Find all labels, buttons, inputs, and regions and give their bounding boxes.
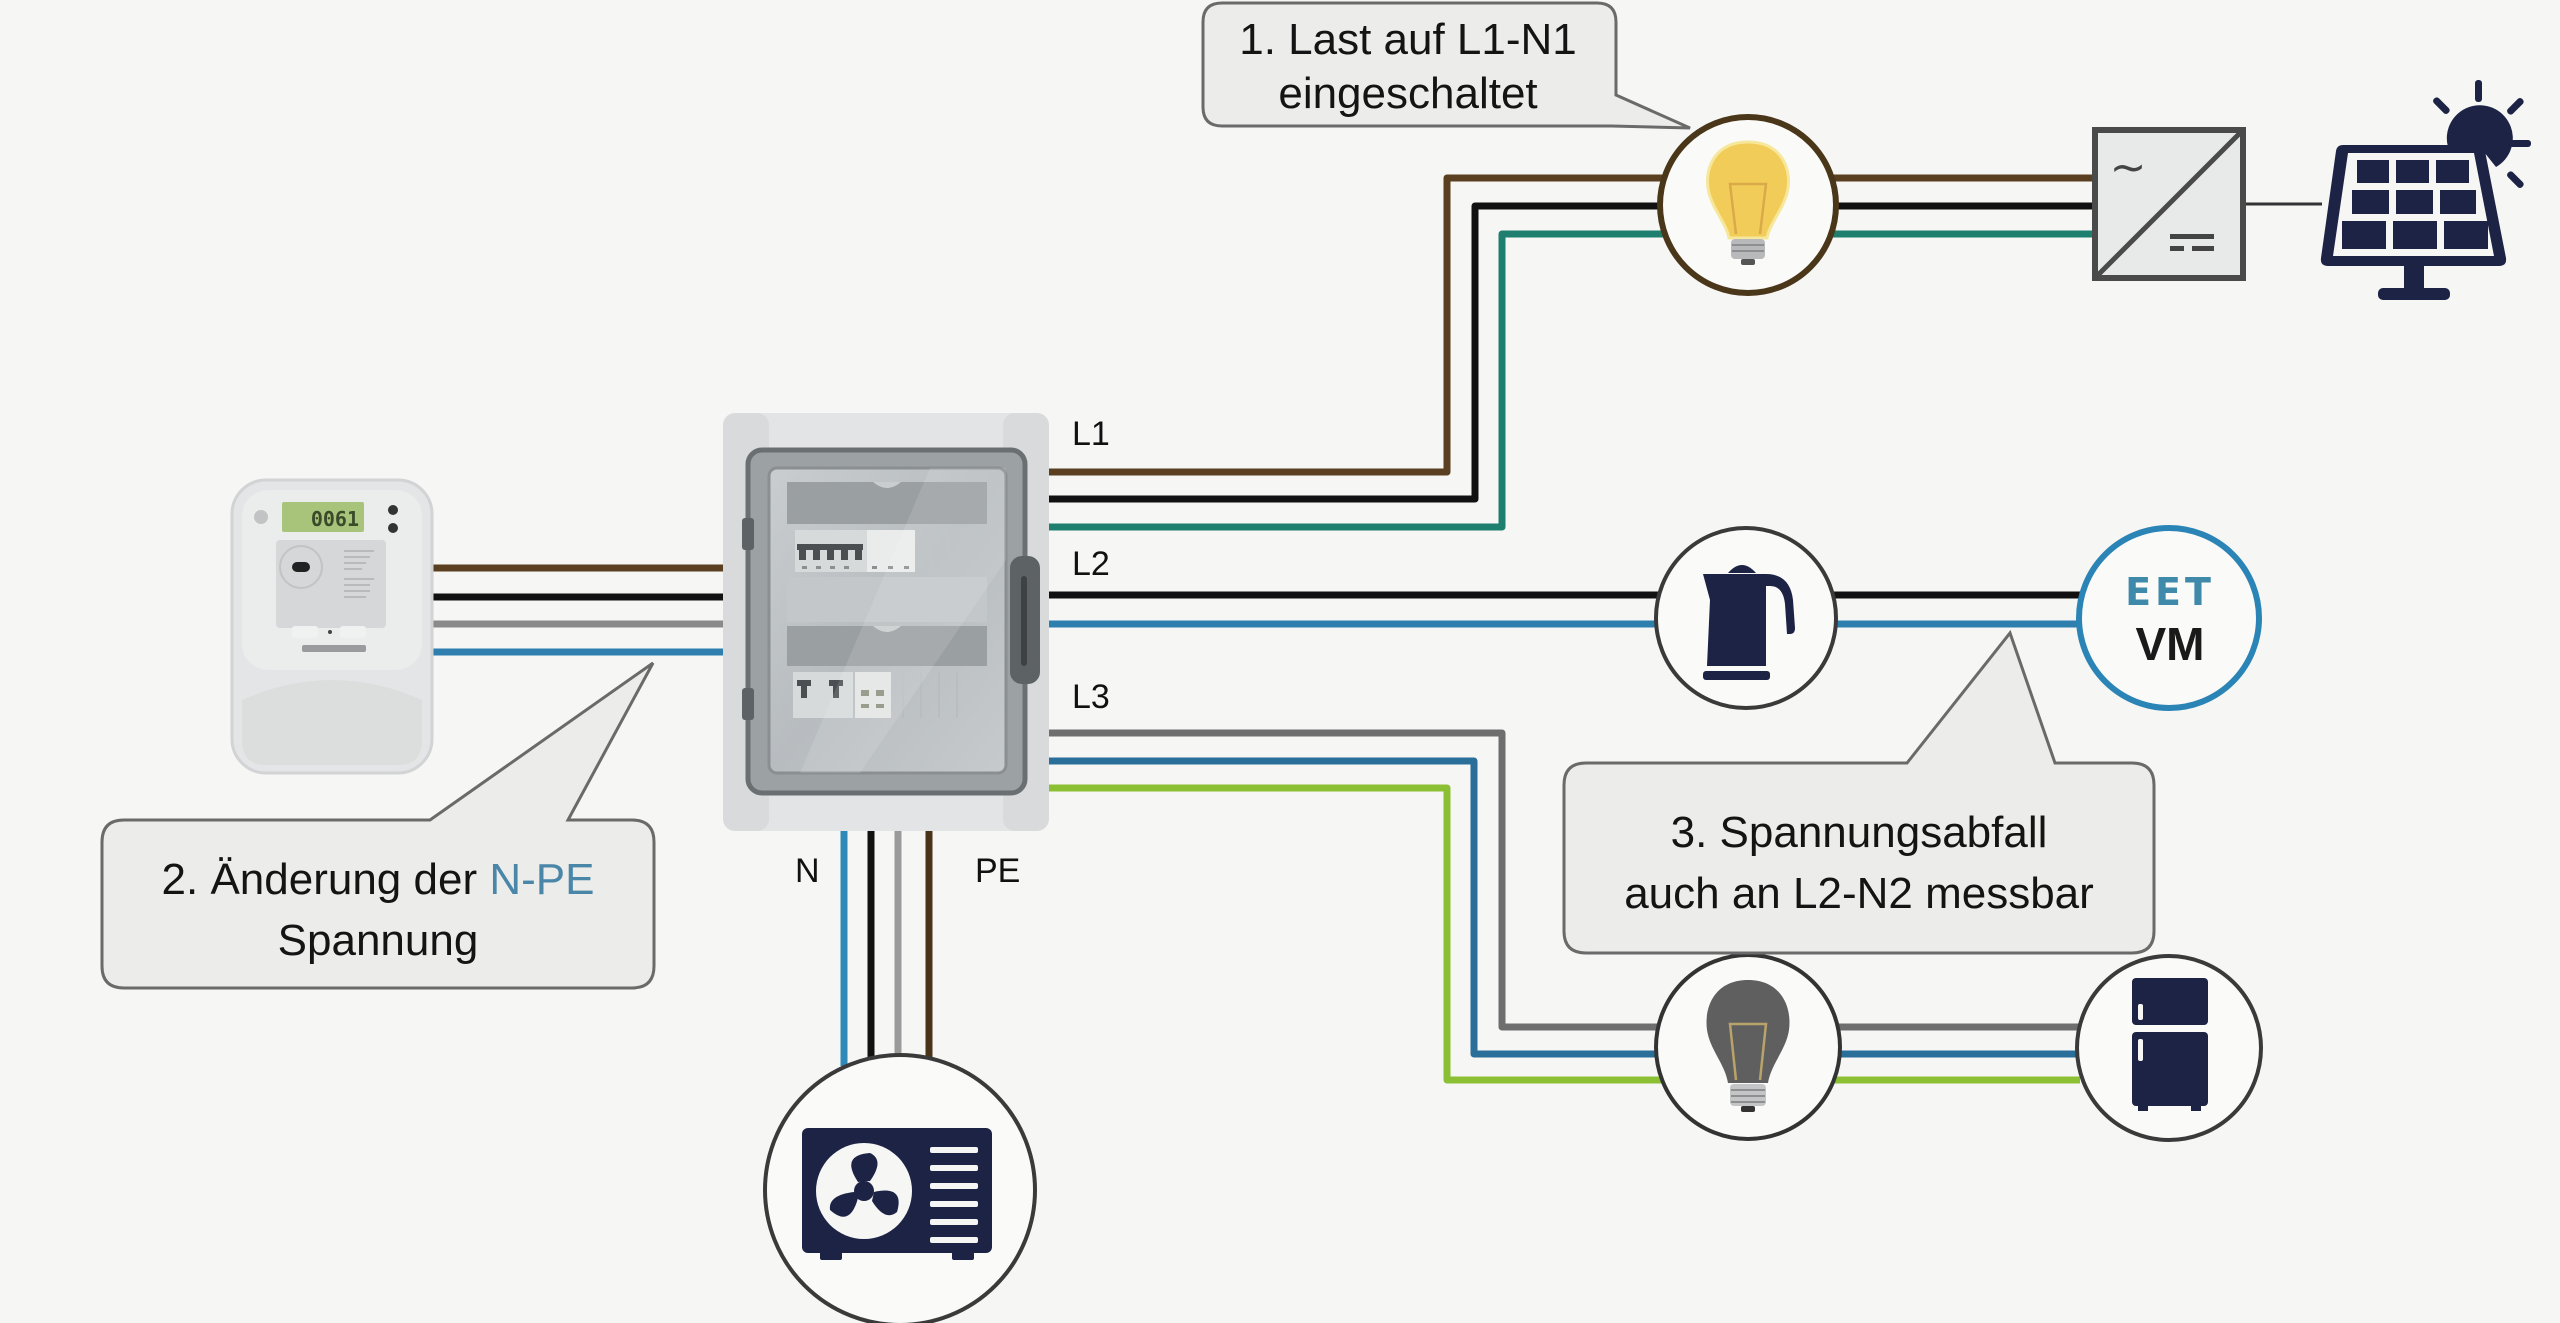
voltmeter-label: VM: [2136, 618, 2205, 670]
callout-1-line2: eingeschaltet: [1278, 69, 1537, 118]
label-n: N: [795, 852, 820, 890]
callout-3: 3. Spannungsabfall auch an L2-N2 messbar: [1562, 629, 2156, 955]
hinge-top: [742, 518, 754, 550]
smart-meter[interactable]: 0061: [230, 478, 434, 775]
lightbulb-on-icon: [1706, 140, 1790, 265]
label-pe: PE: [975, 852, 1020, 890]
voltmeter-logo: EET: [2125, 570, 2215, 614]
meter-display-value: 0061: [311, 507, 359, 531]
heat-pump-icon: [802, 1128, 992, 1260]
lightbulb-off-icon: [1706, 980, 1790, 1112]
label-l1: L1: [1072, 415, 1110, 453]
kettle-icon: [1703, 565, 1795, 680]
hinge-bottom: [742, 688, 754, 720]
callout-1: 1. Last auf L1-N1 eingeschaltet: [1201, 1, 1691, 130]
callout-3-line2: auch an L2-N2 messbar: [1624, 869, 2094, 918]
lamp-on-node[interactable]: [1657, 114, 1839, 296]
sun-icon: [2433, 80, 2531, 188]
inverter[interactable]: ~: [2092, 127, 2246, 281]
kettle-node[interactable]: [1654, 526, 1838, 710]
wire-l1-brown: [1046, 174, 2095, 476]
label-l3: L3: [1072, 678, 1110, 716]
ac-symbol-icon: ~: [2110, 142, 2147, 193]
callout-2-line2: Spannung: [278, 916, 479, 965]
meter-display: [282, 502, 364, 532]
fan-icon: [829, 1153, 899, 1217]
fridge-node[interactable]: [2075, 954, 2263, 1142]
dc-symbol-icon: [2170, 234, 2214, 251]
label-l2: L2: [1072, 545, 1110, 583]
distribution-box[interactable]: [723, 413, 1049, 831]
l1-circuit-wires: [1046, 174, 2095, 531]
wire-l1-black: [1046, 202, 2095, 503]
heat-pump-node[interactable]: [763, 1053, 1037, 1323]
heat-pump-wires: [840, 826, 959, 1066]
wire-l1-teal: [1046, 230, 2095, 531]
callout-1-line1: 1. Last auf L1-N1: [1239, 15, 1577, 64]
voltmeter-node[interactable]: EET VM: [2076, 525, 2262, 711]
solar-panel-icon: [2320, 80, 2531, 300]
meter-brand-label: [302, 645, 366, 652]
callout-2-highlight: N-PE: [489, 855, 594, 904]
callout-2-prefix: 2. Änderung der: [162, 855, 490, 904]
callout-2-line1: 2. Änderung der N-PE: [162, 855, 595, 904]
lamp-off-node[interactable]: [1654, 953, 1842, 1141]
meter-feed-wires: [430, 564, 726, 684]
fridge-icon: [2132, 978, 2208, 1111]
callout-2: 2. Änderung der N-PE Spannung: [100, 661, 656, 990]
l2-circuit-wires: [1046, 591, 2080, 655]
callout-3-line1: 3. Spannungsabfall: [1671, 808, 2048, 857]
